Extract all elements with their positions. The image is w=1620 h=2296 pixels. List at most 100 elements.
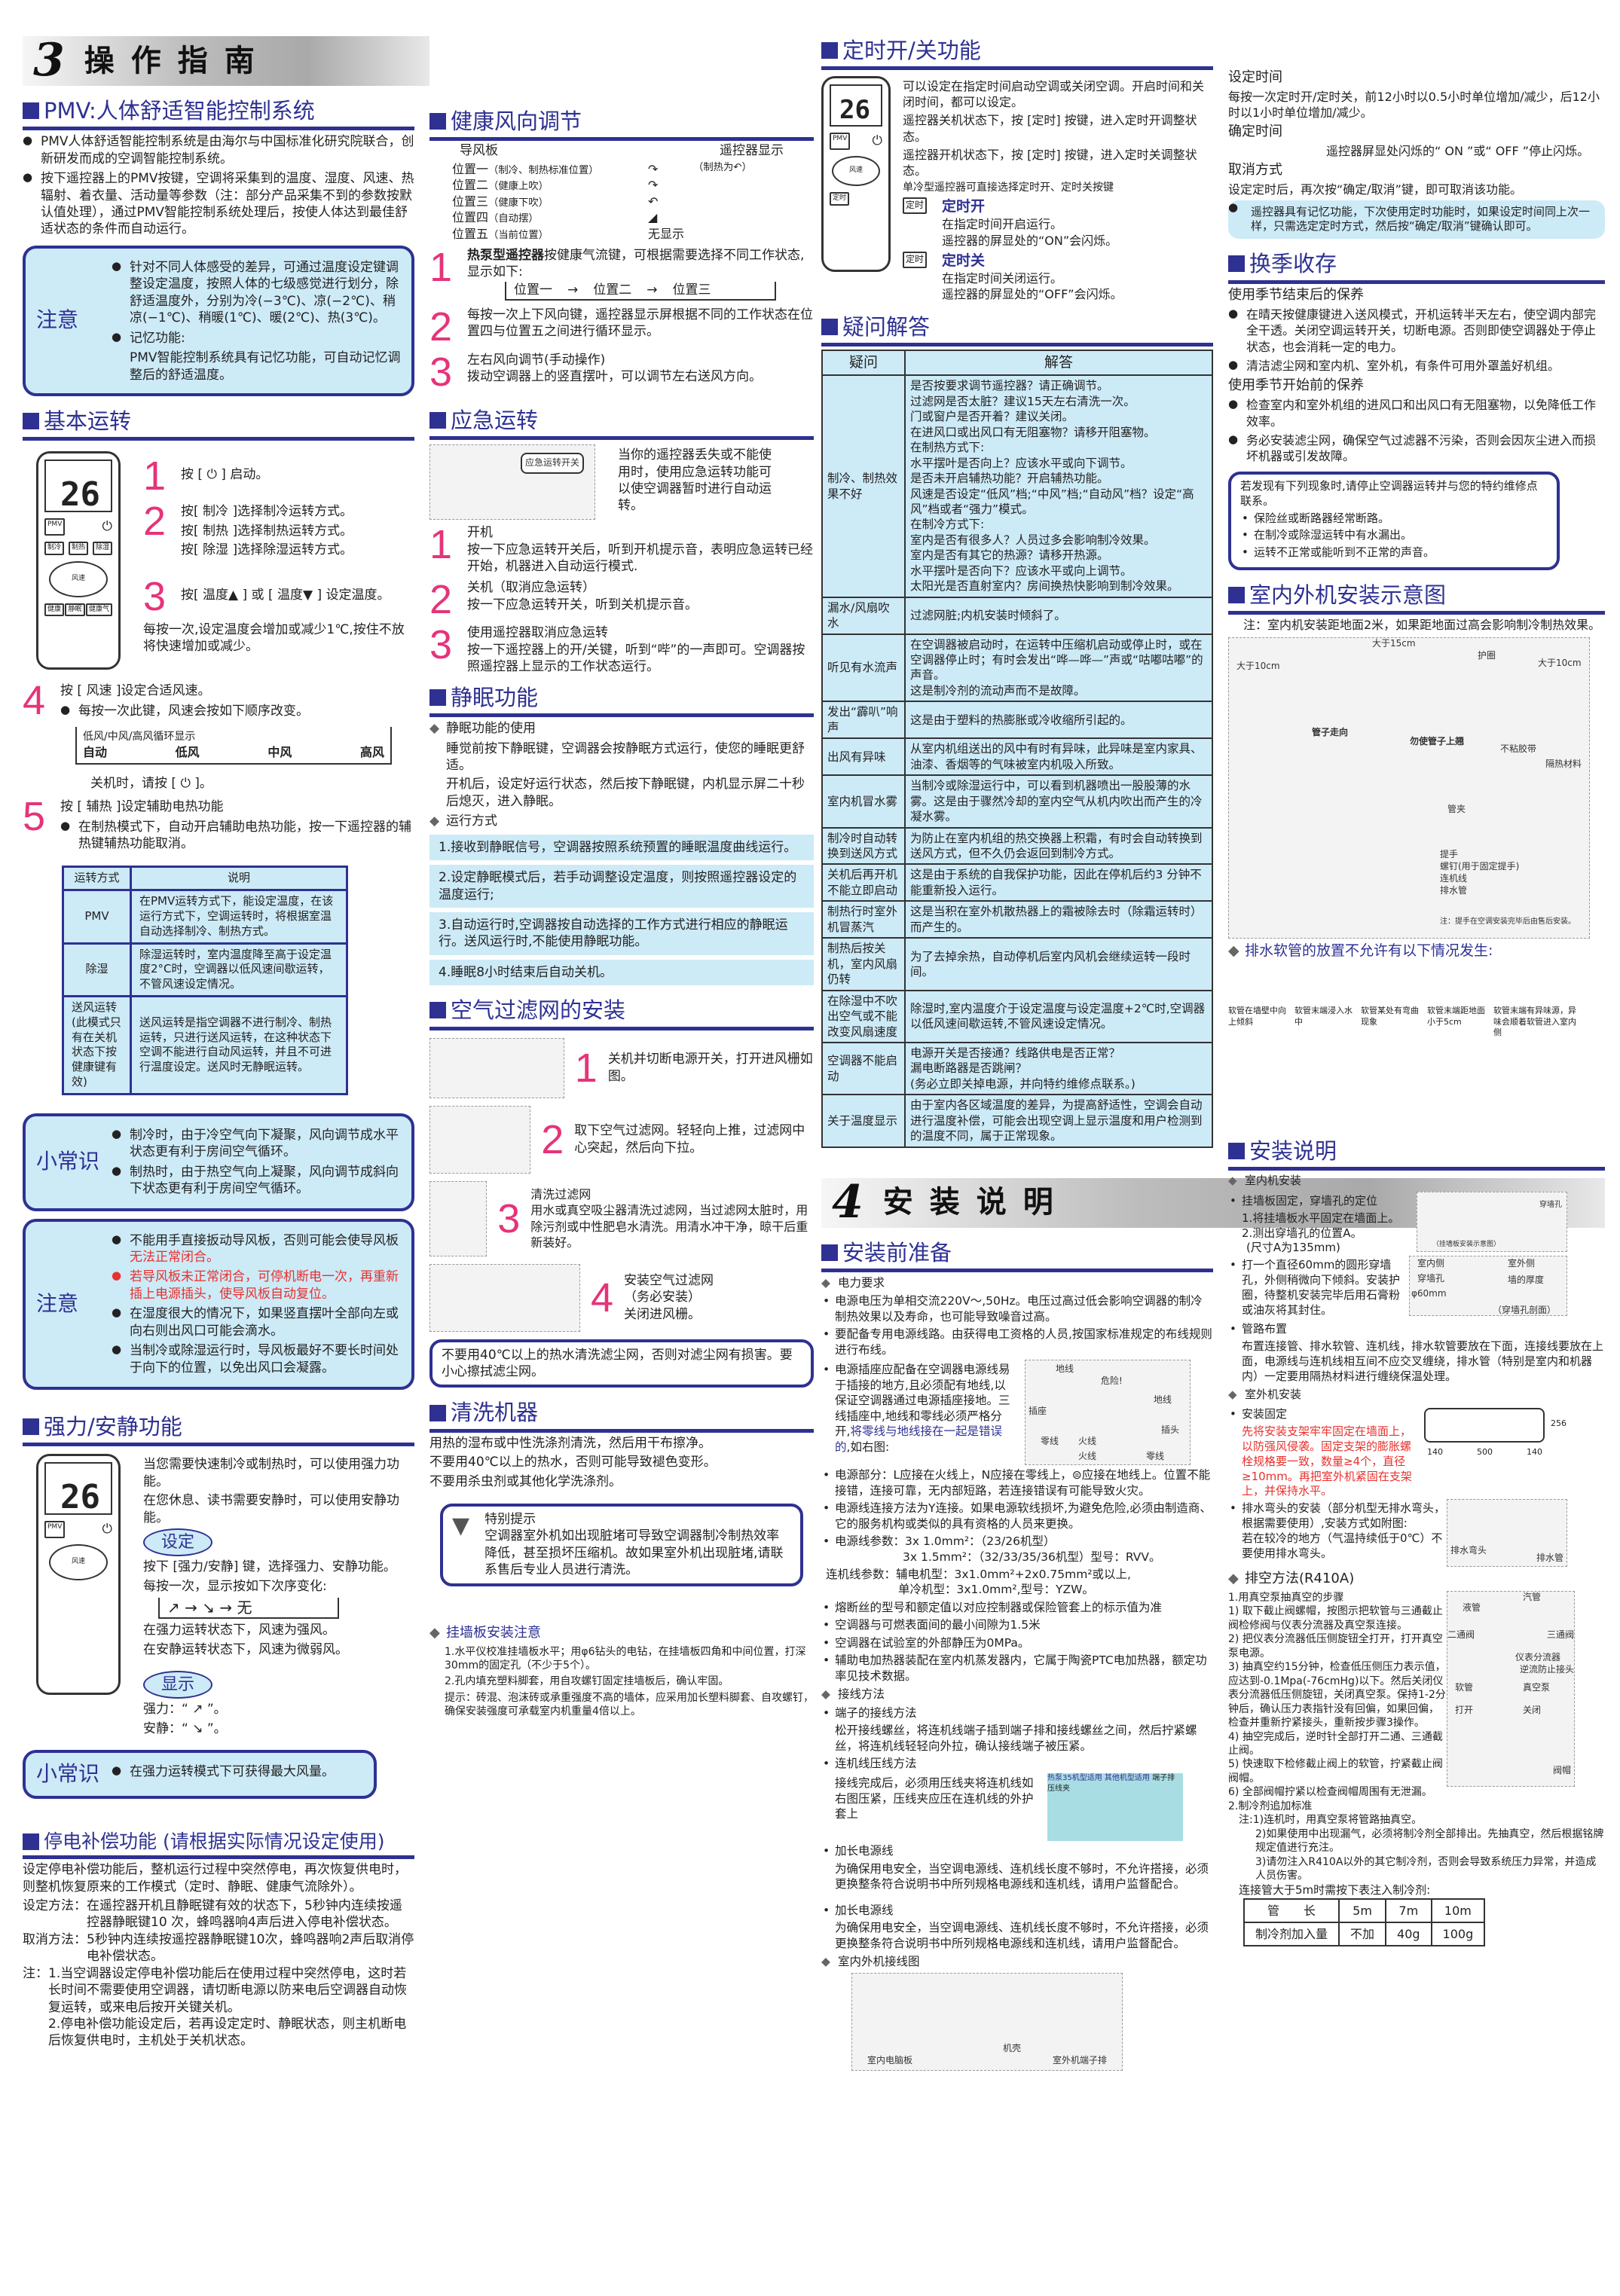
- hose-caption: 软管末端有异味源，异味会顺着软管进入室内侧: [1493, 1006, 1576, 1038]
- prep-item: 空调器在试验室的外部静压为0MPa。: [821, 1635, 1213, 1651]
- caution-box: 注意 不能用手直接扳动导风板，否则可能会使导风板无法正常闭合。 若导风板未正常闭…: [23, 1218, 414, 1391]
- sleep-mode-item: 3.自动运行时,空调器按自动选择的工作方式进行相应的静眠运行。送风运行时,不能使…: [429, 912, 814, 955]
- step-number: 1: [143, 453, 167, 499]
- diagram-label: 穿墙孔: [1417, 1273, 1445, 1284]
- pmv-bullet: PMV人体舒适智能控制系统是由海尔与中国标准化研究院联合，创新研发而成的空调智能…: [23, 133, 414, 167]
- power-text: 强力：“ ↗ ”。: [143, 1702, 227, 1717]
- position-desc: （制冷、制热标准位置）: [488, 164, 599, 176]
- faq-question: 制冷、制热效果不好: [821, 374, 906, 598]
- timer-text: 遥控器的屏显处的“ON”会闪烁。: [942, 233, 1118, 248]
- purge-note: 注:1)连机时，用真空泵将管路抽真空。: [1239, 1814, 1423, 1827]
- note-item: 在强力运转模式下可获得最大风量。: [112, 1763, 363, 1780]
- section-square-icon: [429, 1404, 446, 1421]
- hose-caption: 软管在墙壁中向上倾斜: [1228, 1006, 1286, 1027]
- outage-label: 取消方法：: [23, 1931, 87, 1947]
- wiring-diagram: 室内电脑板 机壳 室外机端子排: [851, 1972, 1123, 2071]
- sub-heading: 室外机安装: [1228, 1388, 1605, 1403]
- position-name: 位置五: [452, 227, 489, 242]
- table-cell: 送风运转(此模式只有在关机状态下按健康键有效): [62, 995, 132, 1095]
- section-title: 定时开/关功能: [842, 38, 981, 63]
- section-square-icon: [429, 1002, 446, 1019]
- diagram-label: 零线: [1146, 1451, 1165, 1462]
- note-text-red: 无法正常闭合。: [130, 1249, 219, 1265]
- fan-label: 低风: [175, 744, 200, 759]
- sub-heading: 静眠功能的使用: [429, 720, 814, 737]
- clean-text: 用热的湿布或中性洗涤剂清洗，然后用干布擦净。: [429, 1435, 711, 1451]
- season-item: 在晴天按健康键进入送风模式，开机运转半天左右，使空调内部完全干透。关闭空调运转开…: [1228, 307, 1605, 354]
- prep-subtitle: 加长电源线: [821, 1843, 1213, 1859]
- step-number: 4: [23, 678, 46, 724]
- step-number: 1: [429, 244, 453, 290]
- pmv-key: PMV: [44, 1521, 66, 1538]
- step-text: 在制热模式下，自动开启辅助电热功能，按一下遥控器的辅热键辅热功能取消。: [60, 819, 414, 853]
- position-desc: （自动摆）: [488, 213, 539, 225]
- table-row: 漏水/风扇吹水过滤网脏;内机安装时倾斜了。: [821, 596, 1213, 635]
- louver-display: 无显示: [648, 227, 685, 242]
- install-text: 1.将挂墙板水平固定在墙面上。: [1242, 1211, 1400, 1225]
- season-item: 务必安装滤尘网，确保空气过滤器不污染，否则会因灰尘进入而损坏机器或引发故障。: [1228, 432, 1605, 464]
- diagram-label: 勿使管子上翘: [1410, 736, 1465, 747]
- param-value: 3x 1.5mm²：（32/33/35/36机型）型号：RVV。: [903, 1549, 1161, 1564]
- prep-item: 电源插座应配备在空调器电源线易于插接的地方,且必须配有地线,以保证空调器通过电源…: [821, 1362, 1017, 1463]
- prep-text: 接线完成后，必须用压线夹将连机线如右图压紧，压线夹应压在连机线的外护套上: [835, 1776, 1034, 1821]
- diagram-label: 汽管: [1523, 1591, 1542, 1602]
- note-item: 制热时，由于热空气向上凝聚，风向调节成斜向下状态更有利于房间空气循环。: [112, 1164, 401, 1198]
- step-text: 按 [ ⏻ ] 启动。: [181, 467, 269, 483]
- warning-item: 在制冷或除湿运转中有水漏出。: [1240, 528, 1548, 543]
- step-number: 1: [429, 522, 453, 568]
- diagram-label: 压线夹: [1047, 1784, 1070, 1793]
- sleep-text: 开机后，设定好运行状态，然后按下静眠键，内机显示屏二十秒后熄灭，进入静眠。: [446, 777, 805, 809]
- warning-item: 运转不正常或能听到不正常的声音。: [1240, 545, 1548, 560]
- timer-key: 定时: [830, 191, 850, 206]
- faq-answer: 这是由于系统的自我保护功能，因此在停机后约3 分钟不能重新投入运行。: [904, 863, 1213, 902]
- outdoor-bracket-dimensions: 140 500 140 256: [1424, 1405, 1567, 1465]
- health-key: 健康: [44, 603, 65, 617]
- table-cell: 7m: [1385, 1898, 1432, 1923]
- table-header: 说明: [130, 866, 348, 892]
- step-text: 按[ 制冷 ]选择制冷运转方式。: [181, 504, 353, 520]
- chapter-title: 安装说明: [882, 1184, 1070, 1220]
- louver-icon: ◢: [648, 210, 658, 225]
- power-text: 每按一次，显示按如下次序变化:: [143, 1578, 327, 1594]
- prep-text-highlight: 将零线与地线接在一起是错误的: [835, 1424, 1002, 1454]
- note-item: 在湿度很大的情况下，如果竖直摆叶全部向左或向右则出风口可能会滴水。: [112, 1305, 401, 1339]
- sleep-mode-item: 4.睡眠8小时结束后自动关机。: [429, 959, 814, 986]
- param-value: 单冷机型：3x1.0mm²,型号：YZW。: [898, 1583, 1094, 1597]
- outage-text: 在遥控器开机且静眠键有效的状态下，5秒钟内连续按遥控器静眠键10 次，蜂鸣器响4…: [87, 1898, 402, 1931]
- warning-item: 保险丝或断路器经常断路。: [1240, 511, 1548, 527]
- vacuum-pump-illustration: 汽管 液管 二通阀 三通阀 仪表分流器 逆流防止接头 软管 真空泵 打开 关闭 …: [1447, 1590, 1575, 1787]
- section-square-icon: [821, 42, 838, 60]
- airflow-positions: 位置一（制冷、制热标准位置）↷（制热为↶） 位置二（健康上吹）↷ 位置三（健康下…: [429, 161, 814, 243]
- timer-text: 在指定时间开启运行。: [942, 217, 1063, 232]
- step-text: 按一下应急运转开关，听到关机提示音。: [467, 597, 698, 612]
- sleep-mode-item: 2.设定静眠模式后，若手动调整设定温度，则按照遥控器设定的温度运行;: [429, 865, 814, 908]
- fan-ring-keys: 风速: [832, 155, 880, 186]
- power-text: 在强力运转状态下，风速为强风。: [143, 1623, 335, 1638]
- diagram-label: 大于15cm: [1372, 638, 1416, 649]
- faq-question: 关机后再开机不能立即启动: [821, 863, 906, 902]
- install-subtitle: 挂墙板固定，穿墙孔的定位: [1228, 1194, 1417, 1209]
- chapter-number: 3: [33, 34, 65, 87]
- diagram-label: 注：提手在空调安装完毕后由售后安装。: [1440, 917, 1576, 927]
- timer-memo: 遥控器具有记忆功能，下次使用定时功能时，如果设定时间同上次一样，只需选定定时方式…: [1228, 200, 1605, 240]
- dry-key: 除湿: [92, 541, 112, 555]
- diagram-label: 真空泵: [1523, 1681, 1551, 1693]
- purge-step: 3) 抽真空约15分钟，检查低压侧压力表示值，应达到-0.1Mpa(-76cmH…: [1228, 1661, 1446, 1730]
- prep-subtitle: 加长电源线: [821, 1903, 1213, 1919]
- step-number: 2: [429, 304, 453, 350]
- section-square-icon: [23, 413, 39, 430]
- prep-text: 为确保用电安全，当空调电源线、连机线长度不够时，不允许搭接，必须更换整条符合说明…: [835, 1921, 1209, 1950]
- table-row: 制热行时室外机冒蒸汽这是当积在室外机散热器上的霜被除去时（除霜运转时）而产生的。: [821, 900, 1213, 939]
- prep-item: 要配备专用电源线路。由获得电工资格的人员,按国家标准规定的布线规则进行布线。: [821, 1327, 1213, 1357]
- sub-heading: 室内外机接线图: [821, 1954, 1213, 1970]
- section-pmv: PMV:人体舒适智能控制系统: [23, 96, 414, 131]
- step-number: 2: [143, 499, 167, 545]
- indoor-outdoor-install-illustration: 大于15cm 大于10cm 护圈 大于10cm 管子走向 勿使管子上翘 不粘胶带…: [1228, 637, 1590, 939]
- diagram-label: 阀帽: [1552, 1764, 1571, 1775]
- power-cycle-diagram: ↗ → ↘ → 无: [158, 1597, 339, 1620]
- fresh-key: 健康气: [85, 603, 112, 617]
- diagram-note: 注：室内机安装距地面2米，如果距地面过高会影响制冷制热效果。: [1243, 618, 1601, 633]
- sub-heading: 排空方法(R410A): [1228, 1570, 1605, 1588]
- power-icon: ⏻: [102, 1522, 112, 1537]
- faq-question: 漏水/风扇吹水: [821, 596, 906, 635]
